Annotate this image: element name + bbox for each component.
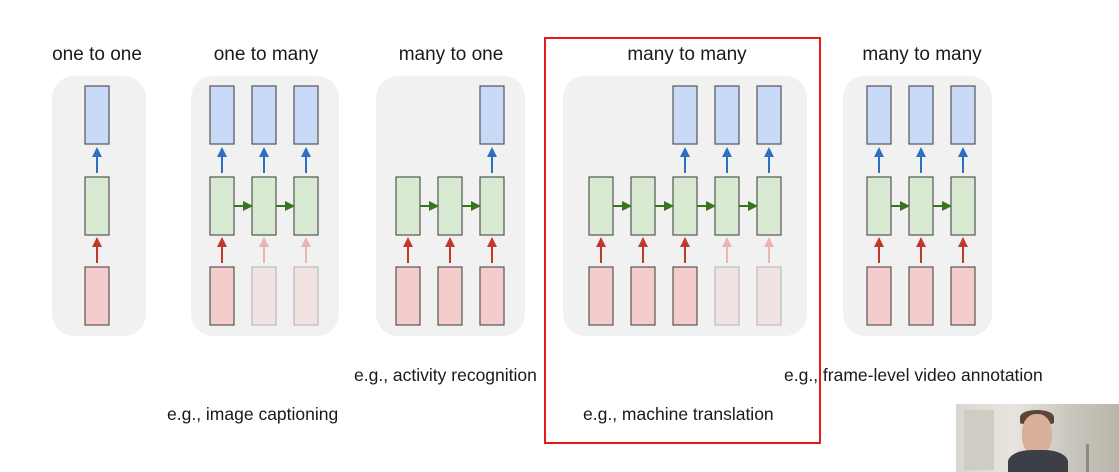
highlight-frame	[544, 37, 821, 444]
panel-title-many-to-one: many to one	[398, 44, 504, 65]
input-box	[866, 266, 892, 326]
example-image-captioning: e.g., image captioning	[167, 404, 339, 424]
output-box	[84, 85, 110, 145]
input-box	[588, 266, 614, 326]
example-activity-recognition: e.g., activity recognition	[354, 365, 537, 385]
presenter-webcam-video[interactable]	[956, 404, 1119, 472]
input-box	[437, 266, 463, 326]
panel-title-many-to-many-synced: many to many	[862, 44, 982, 65]
output-box	[866, 85, 892, 145]
input-box	[630, 266, 656, 326]
faded-input-box	[293, 266, 319, 326]
input-box	[908, 266, 934, 326]
example-machine-translation: e.g., machine translation	[583, 404, 774, 424]
hidden-state-box	[209, 176, 235, 236]
input-box	[950, 266, 976, 326]
input-box	[479, 266, 505, 326]
presenter-face	[1022, 414, 1052, 454]
faded-input-box	[756, 266, 782, 326]
input-box	[209, 266, 235, 326]
hidden-state-box	[84, 176, 110, 236]
hidden-state-box	[293, 176, 319, 236]
example-video-annotation: e.g., frame-level video annotation	[784, 365, 1043, 385]
hidden-state-box	[950, 176, 976, 236]
webcam-background	[964, 410, 994, 470]
faded-input-box	[251, 266, 277, 326]
hidden-state-box	[437, 176, 463, 236]
hidden-state-box	[756, 176, 782, 236]
output-box	[251, 85, 277, 145]
output-box	[209, 85, 235, 145]
hidden-state-box	[908, 176, 934, 236]
panel-title-one-to-one: one to one	[52, 44, 142, 65]
output-box	[908, 85, 934, 145]
input-box	[84, 266, 110, 326]
output-box	[293, 85, 319, 145]
faded-input-box	[714, 266, 740, 326]
input-box	[395, 266, 421, 326]
hidden-state-box	[714, 176, 740, 236]
input-box	[672, 266, 698, 326]
output-box	[950, 85, 976, 145]
hidden-state-box	[672, 176, 698, 236]
hidden-state-box	[251, 176, 277, 236]
presenter-body	[1008, 450, 1068, 472]
output-box	[714, 85, 740, 145]
hidden-state-box	[395, 176, 421, 236]
output-box	[479, 85, 505, 145]
webcam-cable	[1086, 444, 1089, 472]
panel-title-one-to-many: one to many	[213, 44, 319, 65]
panel-title-many-to-many-seq2seq: many to many	[627, 44, 747, 65]
hidden-state-box	[479, 176, 505, 236]
output-box	[672, 85, 698, 145]
output-box	[756, 85, 782, 145]
hidden-state-box	[866, 176, 892, 236]
